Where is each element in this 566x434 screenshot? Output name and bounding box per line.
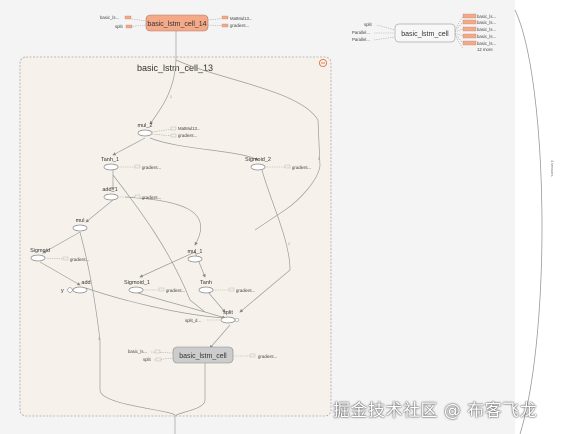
top-output-1: gradient... [230,23,249,28]
op-labels: mul_2 Tanh_1 Sigmoid_2 add_1 mul Sigmoid… [30,123,271,316]
op-sigmoid[interactable] [30,254,46,262]
cluster-title: basic_lstm_cell_13 [137,63,213,73]
aux-sigmoid2: gradient... [292,165,311,170]
aux-split-in: split_d... [185,318,201,323]
top-node-port-boxes [124,15,229,29]
right-node-stubs [373,15,464,50]
bottom-output: gradient... [258,354,277,359]
op-mul[interactable] [72,224,88,232]
op-sigmoid-1-label: Sigmoid_1 [124,280,150,286]
op-mul-2-label: mul_2 [138,123,153,129]
top-node-ports: basic_ls... split MatMul13... gradient..… [100,15,252,29]
node-bottom[interactable]: basic_lstm_cell [172,346,234,364]
node-top[interactable]: basic_lstm_cell_14 [145,14,209,32]
bottom-node-boxes [154,349,256,362]
right-input-1: Parallel... [352,30,370,35]
top-input-0: basic_ls... [100,15,119,20]
svg-text:1: 1 [288,242,290,246]
node-right-label: basic_lstm_cell [401,31,449,38]
op-sigmoid-label: Sigmoid [30,248,50,254]
node-bottom-label: basic_lstm_cell [179,353,227,360]
op-sigmoid-2-label: Sigmoid_2 [245,157,271,163]
right-output-4: basic_ls... [477,41,496,46]
aux-labels: MatMul13... gradient... gradient... grad… [70,126,311,323]
right-output-3: basic_ls... [477,34,496,39]
bottom-input-1: split [143,357,151,362]
bottom-node-ports: basic_ls... split gradient... [128,349,277,362]
aux-add1: gradient... [142,195,161,200]
right-input-0: split [364,22,372,27]
aux-sigmoid1: gradient... [166,288,185,293]
side-edge [514,9,543,434]
top-input-1: split [115,24,123,29]
aux-mul2-a: MatMul13... [178,126,200,131]
aux-tanh1: gradient... [142,165,161,170]
node-right[interactable]: basic_lstm_cell [394,23,456,43]
op-split-label: split [223,310,233,316]
op-sigmoid-2[interactable] [250,163,266,171]
svg-text:1: 1 [98,337,100,341]
op-add-1-label: add_1 [102,187,117,193]
right-output-2: basic_ls... [477,27,496,32]
op-mul-1-label: mul_1 [188,249,203,255]
right-more: 12 more [477,47,493,52]
cluster-basic-lstm-cell-13[interactable]: basic_lstm_cell_13 [19,56,332,417]
right-output-0: basic_ls... [477,14,496,19]
node-top-label: basic_lstm_cell_14 [147,21,206,28]
right-node-ports: split Parallel... Parallel... basic_ls..… [352,14,496,52]
op-mul-1[interactable] [187,255,203,263]
op-mul-label: mul [76,218,85,224]
edges [39,30,321,434]
split-port [234,317,240,323]
op-sigmoid-1[interactable] [128,286,144,294]
aux-boxes [62,126,291,292]
right-output-1: basic_ls... [477,20,496,25]
aux-sigmoid: gradient... [70,257,89,262]
watermark: 掘金技术社区 @ 布客飞龙 [333,401,538,421]
op-tanh-1[interactable] [103,163,119,171]
aux-mul2-b: gradient... [178,133,197,138]
op-add-1[interactable] [103,193,119,201]
const-y-label: y [61,288,64,294]
op-tanh-label: Tanh [200,280,212,286]
bottom-input-0: basic_ls... [128,349,147,354]
side-edge-label: 4 tensors [550,160,555,176]
svg-text:1: 1 [170,95,172,99]
right-input-2: Parallel... [352,37,370,42]
collapse-icon[interactable] [318,58,328,68]
op-nodes[interactable] [30,129,266,324]
svg-text:2: 2 [318,157,320,161]
op-add[interactable] [72,286,88,294]
aux-tanh: gradient... [236,288,255,293]
op-mul-2[interactable] [137,129,153,137]
edge-labels: 1 2 1 1 [98,95,320,341]
op-tanh[interactable] [198,286,214,294]
aux-stubs [44,128,286,321]
op-add-label: add [81,280,90,286]
op-split[interactable] [220,316,236,324]
top-output-0: MatMul13... [230,16,252,21]
op-tanh-1-label: Tanh_1 [101,157,119,163]
const-y[interactable] [67,287,73,293]
